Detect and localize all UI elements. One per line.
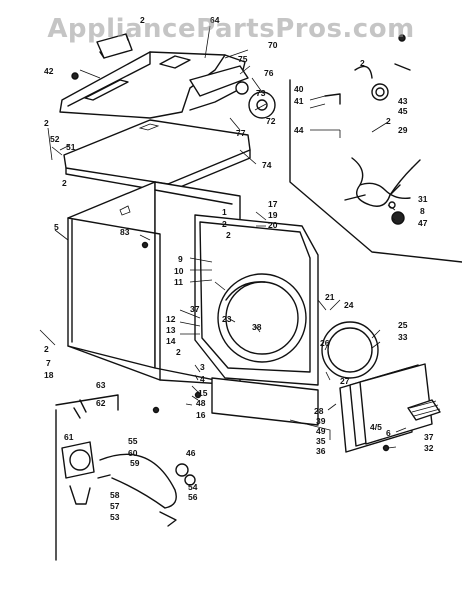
label: 43	[398, 96, 408, 106]
label: 41	[294, 96, 304, 106]
label: 1	[222, 207, 227, 217]
part-labels: 2 64 42 70 75 76 73 77 72 74 2 52 51 2 5…	[44, 15, 434, 522]
label: 16	[196, 410, 206, 420]
label: 46	[186, 448, 196, 458]
label: 62	[96, 398, 106, 408]
label: 33	[398, 332, 408, 342]
label: 20	[268, 220, 278, 230]
label: 76	[264, 68, 274, 78]
label: 48	[196, 398, 206, 408]
control-console	[59, 33, 406, 119]
label: 75	[238, 54, 248, 64]
label: 60	[128, 448, 138, 458]
label: 49	[316, 426, 326, 436]
label: 15	[198, 388, 208, 398]
label: 27	[340, 376, 350, 386]
label: 17	[268, 199, 278, 209]
label: 2	[44, 344, 49, 354]
label: 58	[110, 490, 120, 500]
door-assembly	[321, 321, 441, 453]
label: 2	[360, 58, 365, 68]
label: 44	[294, 125, 304, 135]
label: 63	[96, 380, 106, 390]
label: 51	[66, 142, 76, 152]
label: 5	[54, 222, 59, 232]
label: 26	[320, 338, 330, 348]
top-panel	[63, 119, 251, 193]
label: 39	[316, 416, 326, 426]
label: 64	[210, 15, 220, 25]
label: 37	[190, 304, 200, 314]
label: 7	[46, 358, 51, 368]
label: 36	[316, 446, 326, 456]
label: 23	[222, 314, 232, 324]
label: 13	[166, 325, 176, 335]
label: 56	[188, 492, 198, 502]
label: 32	[424, 443, 434, 453]
label: 2	[140, 15, 145, 25]
label: 35	[316, 436, 326, 446]
label: 3	[200, 362, 205, 372]
label: 25	[398, 320, 408, 330]
label: 8	[420, 206, 425, 216]
label: 18	[44, 370, 54, 380]
label: 10	[174, 266, 184, 276]
label: 12	[166, 314, 176, 324]
label: 37	[424, 432, 434, 442]
label: 70	[268, 40, 278, 50]
label: 45	[398, 106, 408, 116]
label: 2	[386, 116, 391, 126]
label: 24	[344, 300, 354, 310]
label: 73	[256, 88, 266, 98]
wire-harness-panel	[289, 63, 462, 263]
label: 53	[110, 512, 120, 522]
label: 38	[252, 322, 262, 332]
motor-assembly	[55, 394, 196, 561]
label: 72	[266, 116, 276, 126]
label: 61	[64, 432, 74, 442]
front-panel	[194, 214, 319, 386]
label: 52	[50, 134, 60, 144]
label: 19	[268, 210, 278, 220]
label: 77	[236, 128, 246, 138]
label: 28	[314, 406, 324, 416]
label: 2	[62, 178, 67, 188]
label: 42	[44, 66, 54, 76]
label: 74	[262, 160, 272, 170]
label: 47	[418, 218, 428, 228]
label: 14	[166, 336, 176, 346]
label: 55	[128, 436, 138, 446]
label: 29	[398, 125, 408, 135]
label: 83	[120, 227, 130, 237]
label: 2	[222, 219, 227, 229]
label: 2	[226, 230, 231, 240]
label: 6	[386, 428, 391, 438]
label: 59	[130, 458, 140, 468]
leader-lines	[39, 25, 407, 452]
label: 21	[325, 292, 335, 302]
toe-panel	[211, 377, 319, 426]
label: 2	[44, 118, 49, 128]
label: 54	[188, 482, 198, 492]
label: 4	[200, 374, 205, 384]
label: 31	[418, 194, 428, 204]
label: 11	[174, 277, 183, 287]
label: 9	[178, 254, 183, 264]
label: 57	[110, 501, 120, 511]
label: 40	[294, 84, 304, 94]
label: 4/5	[370, 422, 382, 432]
label: 2	[176, 347, 181, 357]
